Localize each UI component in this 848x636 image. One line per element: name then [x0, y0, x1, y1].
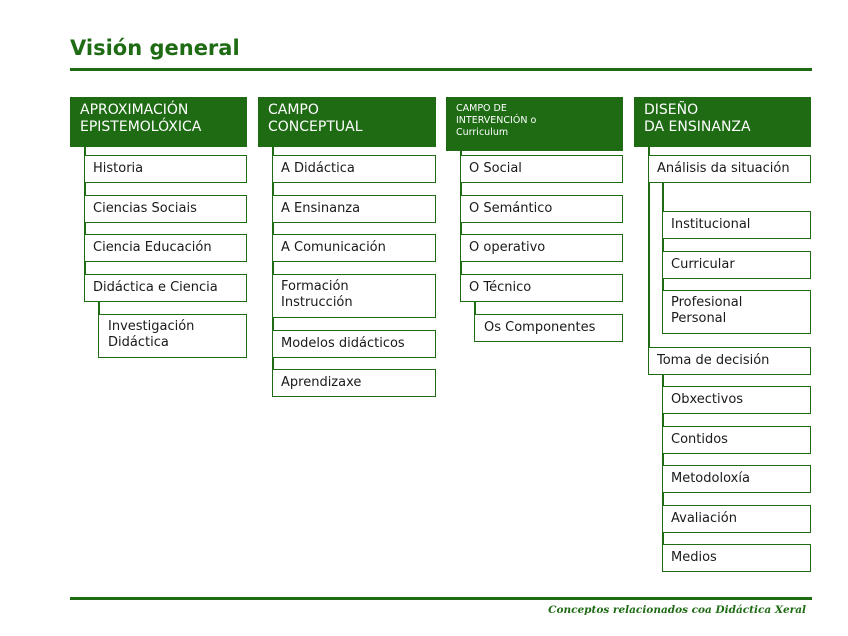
header-campo-intervencion: CAMPO DE INTERVENCIÓN o Curriculum	[446, 97, 623, 151]
node-historia: Historia	[84, 155, 247, 183]
header-campo-conceptual: CAMPO CONCEPTUAL	[258, 97, 436, 147]
node-investigacion-didactica: Investigación Didáctica	[98, 314, 247, 358]
node-contidos: Contidos	[662, 426, 811, 454]
header-aproximacion: APROXIMACIÓN EPISTEMOLÓXICA	[70, 97, 247, 147]
node-toma-decision: Toma de decisión	[648, 347, 811, 375]
title-rule	[70, 68, 812, 71]
node-a-didactica: A Didáctica	[272, 155, 436, 183]
node-metodoloxia: Metodoloxía	[662, 465, 811, 493]
footer-caption: Conceptos relacionados coa Didáctica Xer…	[548, 604, 806, 616]
node-modelos-didacticos: Modelos didácticos	[272, 330, 436, 358]
node-medios: Medios	[662, 544, 811, 572]
node-profesional-personal: Profesional Personal	[662, 290, 811, 334]
node-a-ensinanza: A Ensinanza	[272, 195, 436, 223]
node-a-comunicacion: A Comunicación	[272, 234, 436, 262]
node-analisis-situacion: Análisis da situación	[648, 155, 811, 183]
footer-rule	[70, 597, 812, 600]
node-formacion-instruccion: Formación Instrucción	[272, 274, 436, 318]
node-obxectivos: Obxectivos	[662, 386, 811, 414]
node-o-operativo: O operativo	[460, 234, 623, 262]
header-diseno-ensinanza: DISEÑO DA ENSINANZA	[634, 97, 811, 147]
node-ciencias-sociais: Ciencias Sociais	[84, 195, 247, 223]
node-o-social: O Social	[460, 155, 623, 183]
node-o-tecnico: O Técnico	[460, 274, 623, 302]
page-title: Visión general	[70, 36, 240, 60]
connector-line	[474, 302, 476, 314]
node-o-semantico: O Semántico	[460, 195, 623, 223]
node-ciencia-educacion: Ciencia Educación	[84, 234, 247, 262]
node-os-componentes: Os Componentes	[474, 314, 623, 342]
connector-line	[662, 183, 664, 313]
node-curricular: Curricular	[662, 251, 811, 279]
node-institucional: Institucional	[662, 211, 811, 239]
node-aprendizaxe: Aprendizaxe	[272, 369, 436, 397]
connector-line	[272, 147, 274, 383]
connector-line	[648, 147, 650, 361]
connector-line	[98, 302, 100, 314]
node-avaliacion: Avaliación	[662, 505, 811, 533]
node-didactica-ciencia: Didáctica e Ciencia	[84, 274, 247, 302]
